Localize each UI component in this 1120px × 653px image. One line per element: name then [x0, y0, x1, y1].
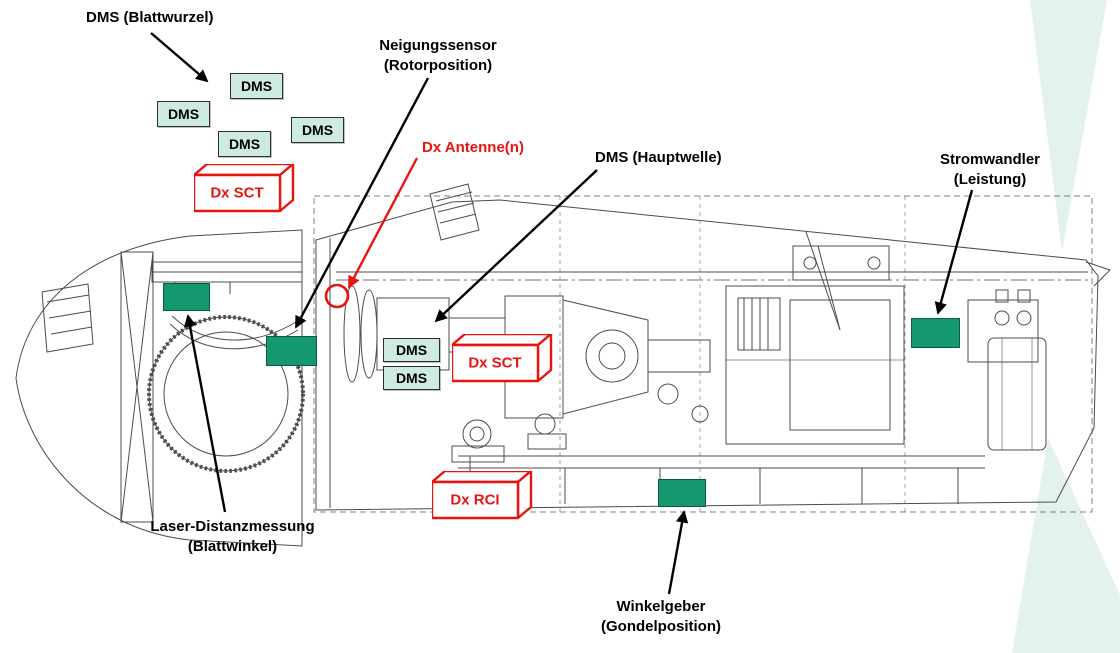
sensor-box-winkelgeber	[658, 479, 706, 507]
dx-sct-label: Dx SCT	[468, 355, 521, 372]
label-dms-hauptwelle: DMS (Hauptwelle)	[595, 149, 722, 166]
label-stromwandler: Stromwandler (Leistung)	[915, 150, 1065, 189]
main-shaft	[336, 271, 1088, 383]
label-line: (Blattwinkel)	[187, 537, 278, 555]
label-dx-antenne: Dx Antenne(n)	[422, 139, 524, 156]
dms-chip-blattwurzel-2: DMS	[157, 101, 210, 127]
label-line: Winkelgeber	[616, 598, 706, 615]
dx-rci-label: Dx RCI	[450, 492, 499, 509]
sensor-box-laser-blattwinkel	[163, 283, 210, 311]
dx-sct-box-blattwurzel: Dx SCT	[194, 164, 295, 213]
dx-rci-box: Dx RCI	[432, 471, 533, 520]
dms-chip-blattwurzel-3: DMS	[291, 117, 344, 143]
sensor-box-stromwandler	[911, 318, 960, 348]
generator	[725, 231, 905, 445]
dms-chip-blattwurzel-4: DMS	[218, 131, 271, 157]
label-line: Neigungssensor	[379, 37, 497, 54]
dms-chip-blattwurzel-1: DMS	[230, 73, 283, 99]
label-line: Stromwandler	[939, 151, 1041, 168]
mint-accent-bottom	[1012, 438, 1120, 653]
cooler-hatch-block	[429, 183, 480, 241]
sensor-box-neigungssensor	[266, 336, 317, 366]
mint-accent-top	[1030, 0, 1107, 252]
base-frame	[451, 413, 985, 504]
spinner-nose-cone	[15, 229, 303, 547]
label-laser-distanzmessung: Laser-Distanzmessung (Blattwinkel)	[135, 517, 330, 556]
dms-chip-hauptwelle-2: DMS	[383, 366, 440, 390]
label-winkelgeber: Winkelgeber (Gondelposition)	[580, 597, 742, 636]
dx-sct-box-hauptwelle: Dx SCT	[452, 334, 553, 383]
rear-equipment	[967, 289, 1047, 451]
label-line: (Rotorposition)	[383, 56, 493, 74]
label-neigungssensor: Neigungssensor (Rotorposition)	[353, 36, 523, 75]
dx-sct-label: Dx SCT	[210, 185, 263, 202]
label-line: Laser-Distanzmessung	[150, 518, 315, 535]
blade-root-flange	[120, 251, 154, 523]
label-line: (Gondelposition)	[601, 617, 721, 635]
dms-chip-hauptwelle-1: DMS	[383, 338, 440, 362]
label-line: (Leistung)	[953, 170, 1027, 188]
label-dms-blattwurzel: DMS (Blattwurzel)	[86, 9, 214, 26]
